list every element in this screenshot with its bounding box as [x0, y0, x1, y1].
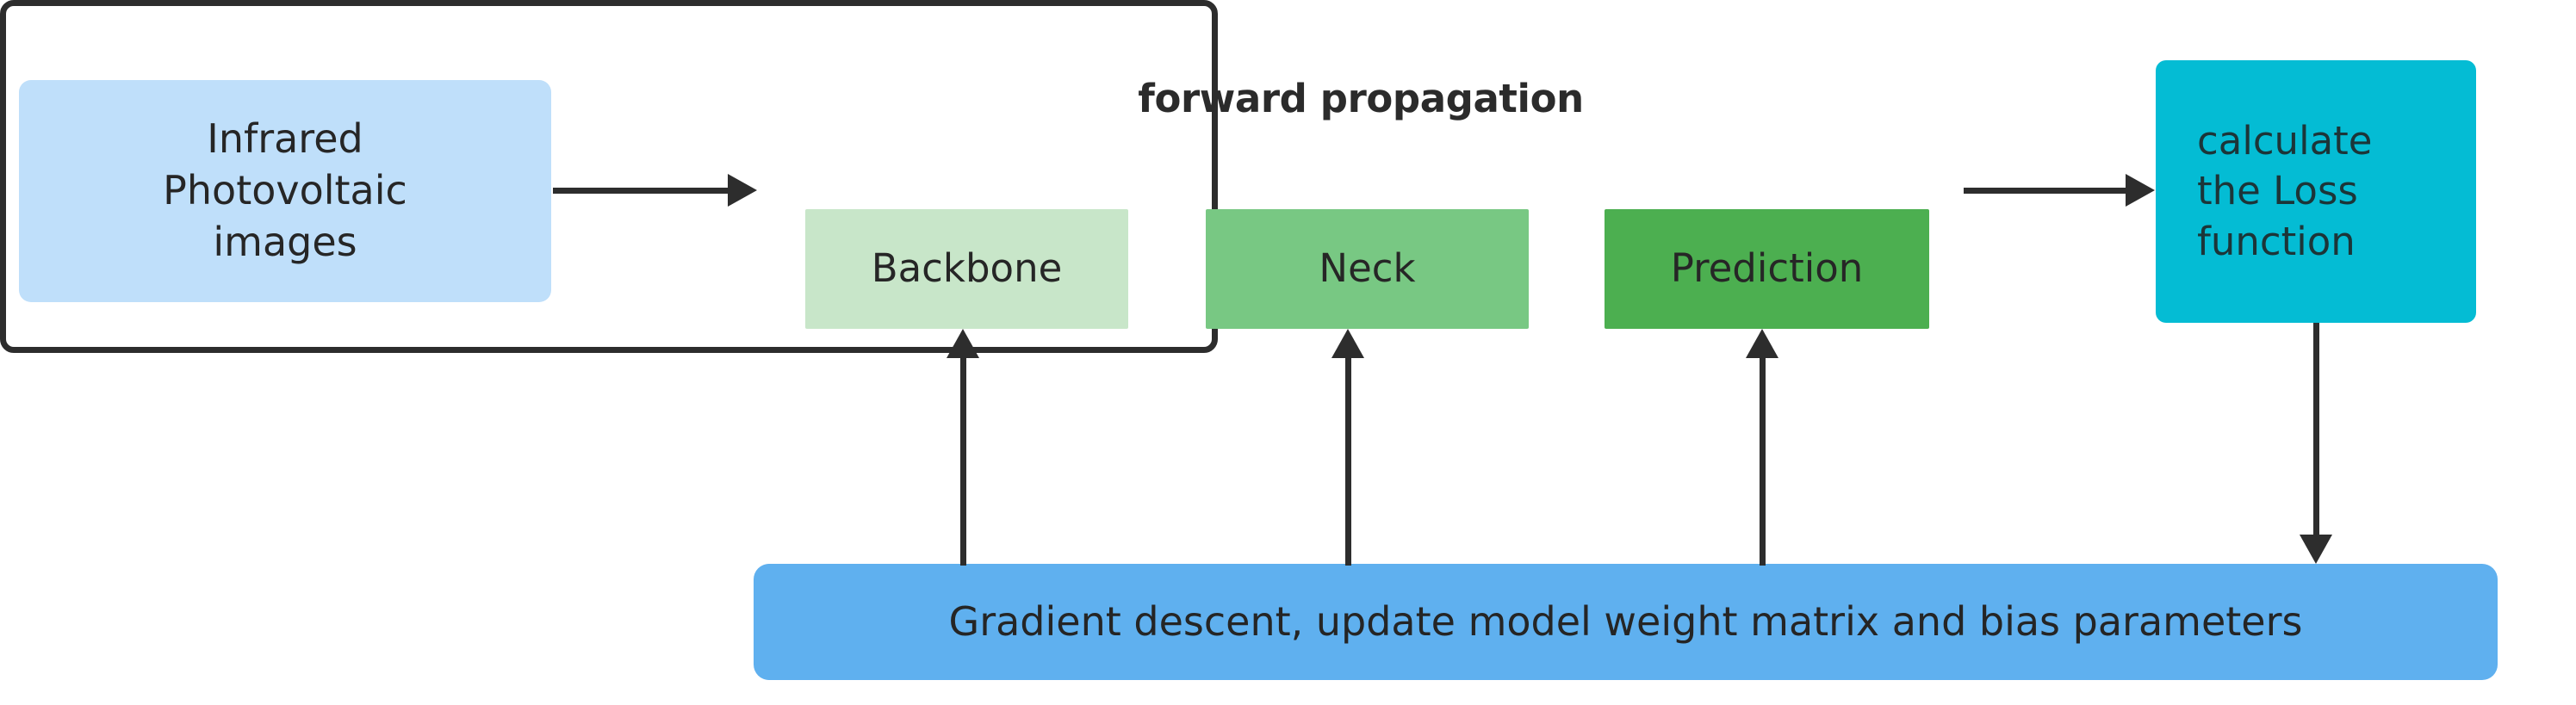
node-backbone: Backbone	[805, 209, 1128, 329]
arrowhead-loss-to-gradient	[2300, 535, 2332, 564]
connector-gradient-to-backbone	[960, 355, 966, 566]
node-calculate-the-loss-function: calculate the Loss function	[2156, 60, 2476, 323]
node-infrared-photovoltaic-images: Infrared Photovoltaic images	[19, 80, 551, 302]
prediction-label: Prediction	[1670, 245, 1864, 292]
arrowhead-gradient-to-backbone	[947, 329, 979, 358]
arrowhead-forward-to-loss	[2126, 174, 2155, 207]
gradient-bar-label: Gradient descent, update model weight ma…	[948, 597, 2303, 645]
connector-forward-to-loss	[1964, 188, 2127, 194]
connector-input-to-forward	[553, 188, 729, 194]
node-gradient-descent: Gradient descent, update model weight ma…	[754, 564, 2498, 680]
connector-loss-to-gradient	[2313, 323, 2319, 538]
neck-label: Neck	[1319, 245, 1416, 292]
forward-propagation-title: forward propagation	[1138, 76, 1584, 121]
arrowhead-gradient-to-neck	[1331, 329, 1364, 358]
loss-box-label: calculate the Loss function	[2197, 117, 2373, 264]
arrowhead-input-to-forward	[728, 174, 757, 207]
node-neck: Neck	[1206, 209, 1529, 329]
arrowhead-gradient-to-prediction	[1746, 329, 1778, 358]
connector-gradient-to-neck	[1345, 355, 1351, 566]
backbone-label: Backbone	[871, 245, 1063, 292]
connector-gradient-to-prediction	[1760, 355, 1766, 566]
input-box-label: Infrared Photovoltaic images	[163, 115, 407, 265]
node-prediction: Prediction	[1605, 209, 1929, 329]
